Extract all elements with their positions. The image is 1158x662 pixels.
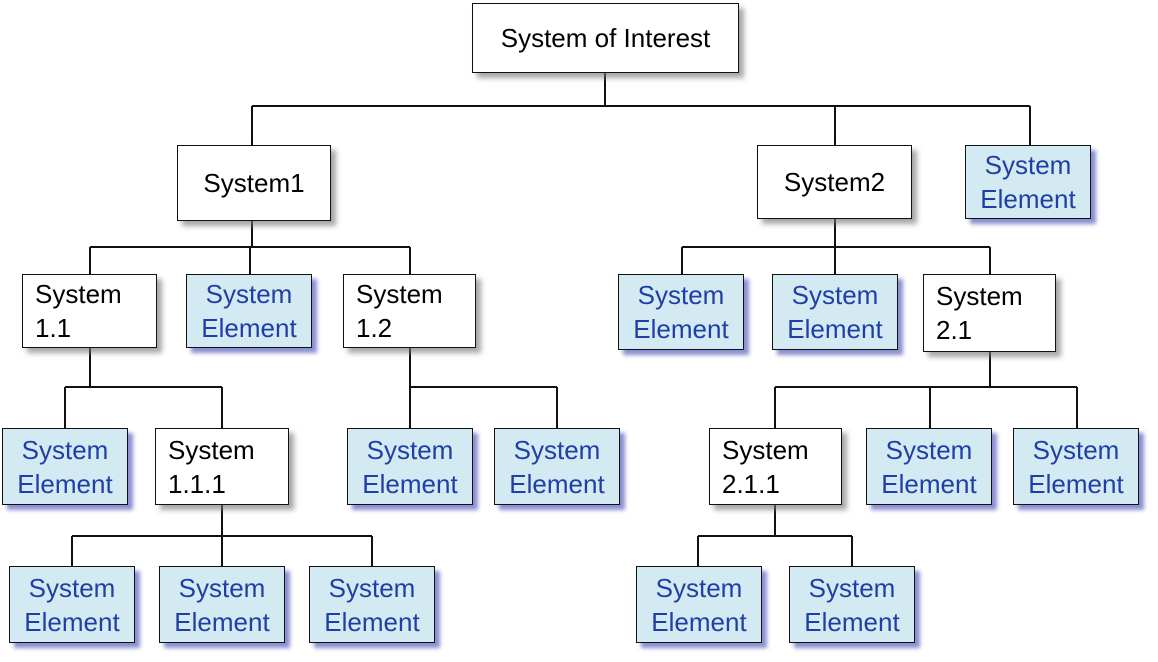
node-system-element: System Element — [866, 428, 992, 505]
node-system-2-1: System 2.1 — [923, 274, 1056, 352]
node-label: System Element — [174, 572, 270, 637]
node-system-element: System Element — [159, 566, 285, 643]
node-label: System Element — [651, 572, 747, 637]
node-label: System1 — [203, 168, 305, 198]
node-system-element: System Element — [9, 566, 135, 643]
node-system-element: System Element — [636, 566, 762, 643]
node-label: System Element — [201, 279, 297, 343]
node-label: System Element — [509, 434, 605, 499]
node-label: System 1.1.1 — [168, 434, 255, 499]
node-system-element: System Element — [772, 274, 898, 350]
connector — [681, 219, 991, 274]
node-label: System Element — [1028, 434, 1124, 499]
node-system-2-1-1: System 2.1.1 — [709, 428, 842, 505]
node-system-element: System Element — [494, 428, 620, 505]
node-label: System Element — [324, 572, 420, 637]
node-system-element: System Element — [1013, 428, 1139, 505]
node-system-of-interest: System of Interest — [472, 3, 739, 73]
node-label: System2 — [783, 167, 886, 197]
connector — [774, 352, 1078, 428]
connector — [89, 221, 411, 274]
node-label: System 2.1.1 — [722, 434, 809, 499]
node-system-element: System Element — [618, 274, 744, 350]
node-system-element: System Element — [2, 428, 128, 505]
node-system-element: System Element — [347, 428, 473, 505]
connector — [697, 505, 853, 566]
node-system-1-1-1: System 1.1.1 — [155, 428, 289, 505]
connector — [71, 505, 373, 566]
connector — [409, 348, 558, 428]
node-label: System Element — [24, 572, 120, 637]
node-label: System of Interest — [500, 23, 711, 53]
node-system-1-1: System 1.1 — [22, 274, 157, 348]
node-label: System Element — [787, 280, 883, 344]
node-system-1-2: System 1.2 — [343, 274, 476, 348]
node-system-element: System Element — [789, 566, 915, 643]
connector — [64, 348, 223, 428]
node-system-element: System Element — [965, 145, 1091, 219]
node-label: System Element — [17, 434, 113, 499]
node-label: System 1.1 — [35, 279, 122, 343]
connector — [251, 73, 1031, 145]
node-label: System 2.1 — [936, 281, 1023, 345]
node-label: System 1.2 — [356, 279, 443, 343]
node-label: System Element — [362, 434, 458, 499]
node-label: System Element — [804, 572, 900, 637]
node-label: System Element — [633, 280, 729, 344]
node-label: System Element — [980, 150, 1076, 214]
node-system-element: System Element — [186, 274, 312, 348]
node-system2: System2 — [757, 145, 912, 219]
node-system1: System1 — [177, 145, 331, 221]
node-label: System Element — [881, 434, 977, 499]
node-system-element: System Element — [309, 566, 435, 643]
